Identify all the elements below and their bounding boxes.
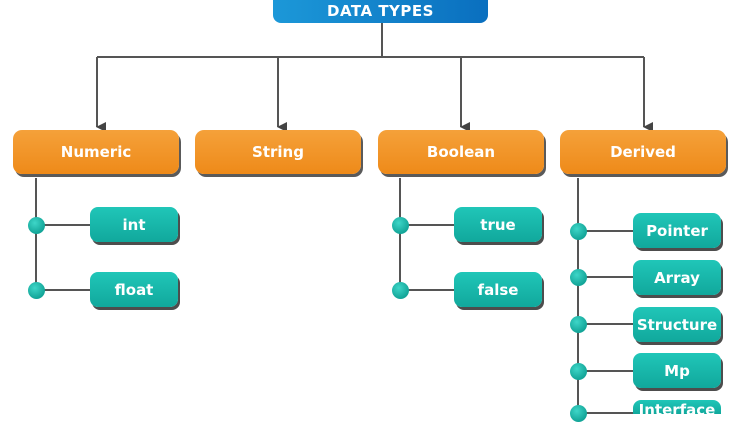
root-node-label: DATA TYPES [327,1,434,20]
leaf-array: Array [633,260,721,295]
leaf-float-label: float [114,280,154,299]
connector-dot [392,217,409,234]
connector-dot [570,269,587,286]
category-boolean-label: Boolean [426,143,496,161]
leaf-interface: Interface [633,400,721,414]
leaf-true-label: true [480,215,516,234]
connector-dot [28,282,45,299]
connector-dot [570,223,587,240]
connector-dot [28,217,45,234]
category-string: String [195,130,361,174]
leaf-float: float [90,272,178,307]
category-numeric-label: Numeric [60,143,132,161]
connector-dot [570,316,587,333]
connector-dot [570,363,587,380]
leaf-pointer: Pointer [633,213,721,248]
category-derived-label: Derived [610,143,676,161]
leaf-structure-label: Structure [636,315,718,334]
leaf-false-label: false [477,280,519,299]
connector-dot [392,282,409,299]
category-derived: Derived [560,130,726,174]
leaf-true: true [454,207,542,242]
root-node-data-types: DATA TYPES [273,0,488,23]
category-boolean: Boolean [378,130,544,174]
category-numeric: Numeric [13,130,179,174]
leaf-mp: Mp [633,353,721,388]
category-string-label: String [252,143,304,161]
leaf-int-label: int [122,215,146,234]
leaf-array-label: Array [654,268,700,287]
leaf-false: false [454,272,542,307]
leaf-int: int [90,207,178,242]
leaf-mp-label: Mp [664,361,690,380]
leaf-pointer-label: Pointer [646,221,708,240]
leaf-structure: Structure [633,307,721,342]
leaf-interface-label: Interface [638,401,716,414]
